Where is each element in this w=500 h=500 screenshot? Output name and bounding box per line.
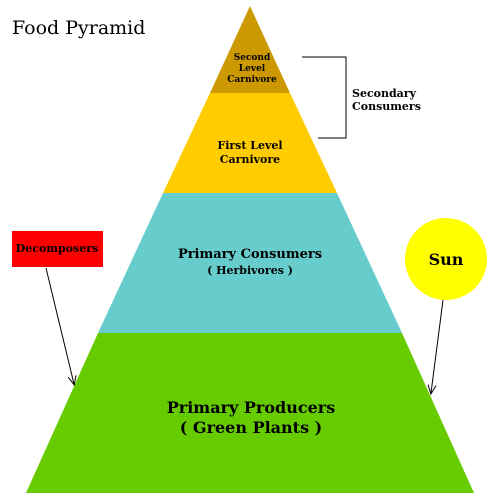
primary-consumers-line2: ( Herbivores ) <box>207 264 293 277</box>
decomposers-box <box>12 231 103 267</box>
sun-arrow <box>431 299 444 393</box>
tier-primary-producers <box>26 333 474 493</box>
primary-producers-line2: ( Green Plants ) <box>180 418 322 437</box>
sun-label: Sun <box>429 250 464 269</box>
secondary-consumers-line2: Consumers <box>352 100 421 113</box>
second-level-line1: Second <box>234 53 271 63</box>
first-level-line1: First Level <box>217 139 282 152</box>
decomposers-label: Decomposers <box>16 242 98 255</box>
decomposers-arrow <box>45 267 74 384</box>
first-level-line2: Carnivore <box>220 153 280 166</box>
secondary-consumers-bracket <box>302 56 347 139</box>
second-level-line3: Carnivore <box>227 75 277 85</box>
primary-consumers-line1: Primary Consumers <box>178 247 322 262</box>
secondary-consumers-line1: Secondary <box>352 87 417 100</box>
tier-primary-consumers <box>98 193 402 333</box>
sun-circle <box>405 218 487 300</box>
diagram-title: Food Pyramid <box>12 17 145 39</box>
tier-second-level-carnivore <box>210 6 290 93</box>
tier-first-level-carnivore <box>163 93 337 193</box>
primary-producers-line1: Primary Producers <box>167 398 335 417</box>
second-level-line2: Level <box>239 64 266 74</box>
